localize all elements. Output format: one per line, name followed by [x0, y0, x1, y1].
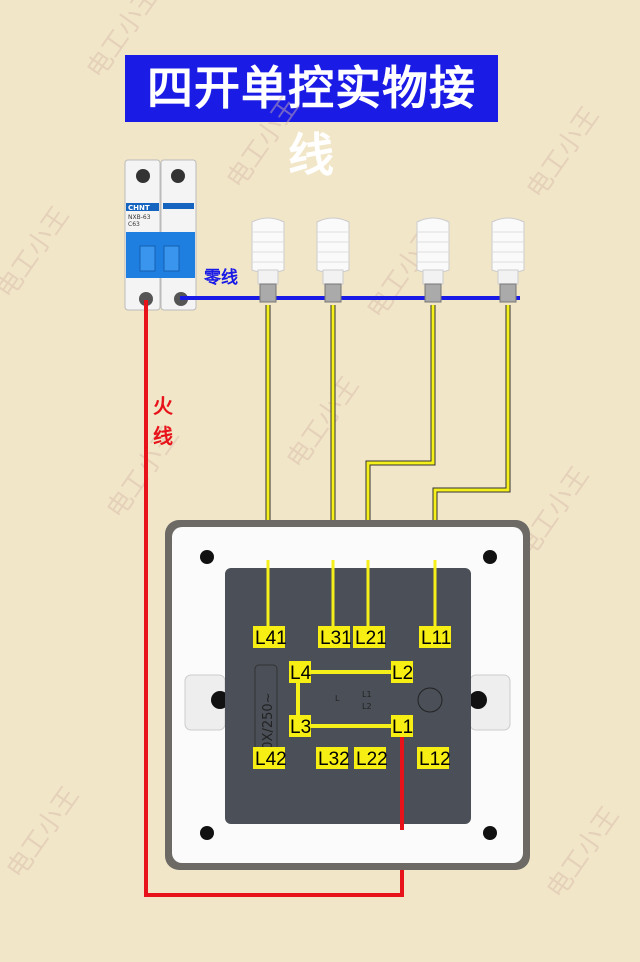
- diagram-text: 电工小王: [221, 92, 305, 194]
- diagram-shape: [499, 283, 517, 303]
- diagram-shape: [391, 715, 413, 737]
- diagram-text: 电工小王: [521, 102, 605, 204]
- diagram-shape: [139, 245, 156, 272]
- diagram-text: CHNT: [128, 204, 150, 212]
- diagram-shape: [289, 715, 311, 737]
- diagram-shape: [252, 231, 284, 263]
- screw-icon: [136, 169, 150, 183]
- diagram-shape: [318, 626, 350, 648]
- diagram-shape: [422, 269, 444, 285]
- diagram-shape: [497, 269, 519, 285]
- terminal-L22: L22: [356, 749, 388, 770]
- screw-icon: [139, 292, 153, 306]
- diagram-shape: [419, 626, 451, 648]
- diagram-shape: [211, 691, 229, 709]
- diagram-shape: [289, 661, 311, 683]
- diagram-text: 10X/250~: [261, 692, 276, 758]
- jumper-wire: [296, 670, 400, 728]
- diagram-shape: [200, 550, 214, 564]
- diagram-shape: [126, 203, 159, 211]
- live-label-2: 线: [153, 424, 173, 448]
- diagram-shape: [225, 568, 471, 824]
- diagram-shape: [317, 231, 349, 263]
- diagram-text: 电工小王: [81, 0, 165, 84]
- diagram-shape: [259, 283, 277, 303]
- diagram-text: 电工小王: [0, 202, 75, 304]
- terminal-L41: L41: [255, 628, 287, 649]
- terminal-L2: L2: [392, 663, 413, 684]
- bulb-icon: [491, 217, 525, 303]
- diagram-shape: [417, 231, 449, 263]
- diagram-shape: [163, 245, 180, 272]
- diagram-text: NXB-63: [128, 214, 151, 221]
- diagram-shape: [251, 217, 285, 274]
- neutral-label: 零线: [203, 267, 238, 288]
- diagram-shape: [200, 826, 214, 840]
- terminal-L1: L1: [392, 717, 413, 738]
- diagram-shape: [257, 269, 279, 285]
- circuit-breaker: CHNT NXB-63 C63: [124, 159, 197, 311]
- diagram-shape: [353, 626, 385, 648]
- switch-plate: 10X/250~ L L1 L2: [165, 520, 530, 870]
- diagram-shape: [253, 747, 285, 769]
- page-title: 四开单控实物接线: [125, 55, 498, 182]
- bulb-icon: [416, 217, 450, 303]
- diagram-shape: [324, 283, 342, 303]
- diagram-text: L1: [362, 690, 372, 699]
- diagram-shape: [424, 283, 442, 303]
- terminal-L21: L21: [355, 628, 387, 649]
- terminal-L31: L31: [320, 628, 352, 649]
- terminal-L11: L11: [421, 628, 451, 649]
- diagram-shape: [253, 626, 285, 648]
- diagram-shape: [126, 232, 195, 278]
- diagram-text: L2: [362, 702, 372, 711]
- diagram-shape: [163, 203, 194, 209]
- diagram-shape: [416, 217, 450, 274]
- terminal-L12: L12: [419, 749, 451, 770]
- terminal-L4: L4: [290, 663, 312, 684]
- terminal-L3: L3: [290, 717, 311, 738]
- bulb-icon: [251, 217, 285, 303]
- diagram-text: 电工小王: [1, 782, 85, 884]
- diagram-shape: [417, 687, 443, 713]
- terminals: L41 L31 L21 L11 L4 L2 L3 L1 L42 L32 L22 …: [253, 626, 451, 770]
- terminal-L42: L42: [255, 749, 287, 770]
- diagram-shape: [491, 217, 525, 274]
- diagram-shape: [316, 747, 348, 769]
- diagram-text: L: [335, 694, 340, 703]
- diagram-shape: [266, 560, 437, 728]
- diagram-shape: [469, 691, 487, 709]
- diagram-shape: [354, 747, 386, 769]
- diagram-shape: [316, 217, 350, 274]
- diagram-shape: [483, 826, 497, 840]
- bulb-icon: [316, 217, 350, 303]
- diagram-shape: [322, 269, 344, 285]
- diagram-shape: [483, 550, 497, 564]
- diagram-shape: [492, 231, 524, 263]
- diagram-shape: [417, 747, 449, 769]
- diagram-text: 电工小王: [541, 802, 625, 904]
- diagram-text: 电工小王: [281, 372, 365, 474]
- diagram-shape: [391, 661, 413, 683]
- bulbs: [251, 217, 525, 303]
- screw-icon: [171, 169, 185, 183]
- terminal-L32: L32: [318, 749, 350, 770]
- live-label-1: 火: [153, 394, 174, 418]
- diagram-text: C63: [128, 221, 140, 228]
